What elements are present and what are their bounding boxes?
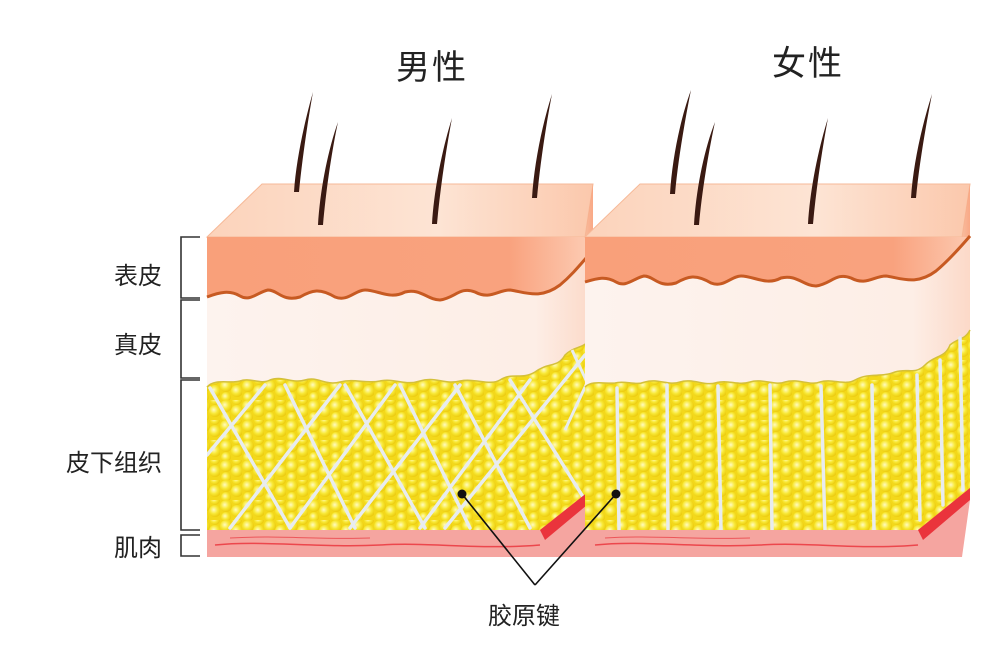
- female-hairs: [670, 90, 932, 225]
- male-collagen-fibers: [207, 353, 585, 530]
- callout-dot-male: [457, 489, 467, 499]
- female-skin-block: [583, 90, 972, 557]
- label-dermis: 真皮: [114, 331, 162, 359]
- label-muscle: 肌肉: [114, 534, 162, 562]
- label-collagen: 胶原键: [488, 602, 560, 630]
- callout-dot-female: [611, 489, 621, 499]
- label-subcutaneous: 皮下组织: [66, 449, 162, 477]
- layer-brackets: [180, 236, 200, 557]
- title-female: 女性: [772, 44, 844, 84]
- title-male: 男性: [396, 48, 468, 88]
- label-epidermis: 表皮: [114, 262, 162, 290]
- epidermis-edge: [584, 235, 972, 288]
- male-hairs: [294, 92, 552, 225]
- collagen-callout: [461, 493, 617, 586]
- male-skin-block: [205, 92, 595, 557]
- epidermis-edge: [206, 249, 595, 302]
- female-collagen-fibers: [615, 336, 965, 532]
